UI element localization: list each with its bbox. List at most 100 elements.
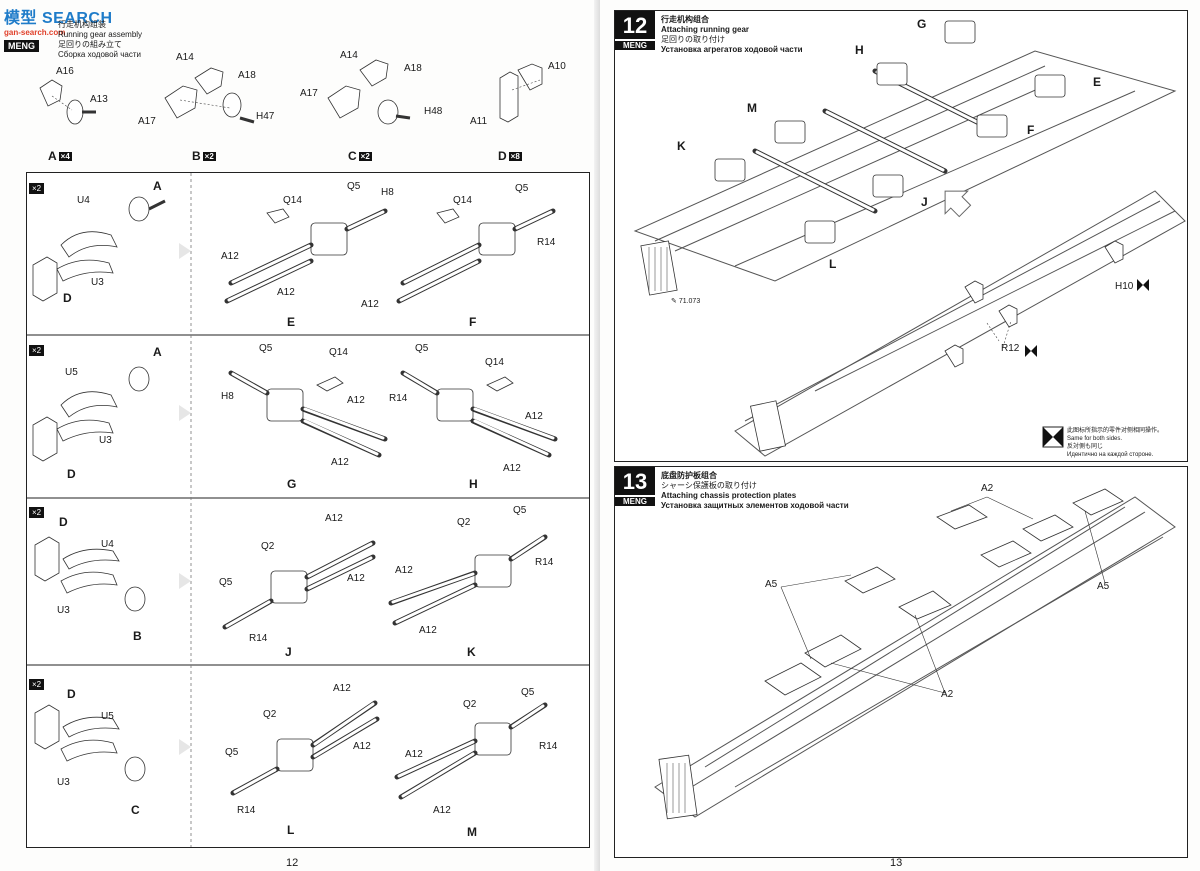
assembly-name: H bbox=[469, 477, 478, 491]
legend-jp: 反対側も同じ bbox=[1067, 444, 1104, 450]
subassembly-drawings bbox=[39, 59, 543, 125]
part-label: Q5 bbox=[219, 577, 233, 588]
part-label: A12 bbox=[353, 741, 371, 752]
part-label: U4 bbox=[77, 195, 90, 206]
part-label: A12 bbox=[347, 395, 365, 406]
quantity-badge: ×2 bbox=[202, 152, 216, 162]
callout: A5 bbox=[765, 579, 778, 590]
part-label: Q5 bbox=[521, 687, 535, 698]
part-label: A12 bbox=[433, 805, 451, 816]
part-label: Q5 bbox=[225, 747, 239, 758]
part-label: A12 bbox=[361, 299, 379, 310]
step-number: 12 bbox=[615, 11, 655, 39]
part-label: Q2 bbox=[261, 541, 275, 552]
step-title-jp: シャーシ保護板の取り付け bbox=[661, 481, 757, 490]
callout: L bbox=[829, 257, 837, 271]
part-label: U3 bbox=[57, 777, 70, 788]
part-label: H47 bbox=[256, 111, 275, 122]
part-label: A bbox=[153, 345, 162, 359]
step-title: 底盘防护板组合 シャーシ保護板の取り付け Attaching chassis p… bbox=[661, 471, 849, 511]
paint-code: ✎ 71.073 bbox=[671, 298, 701, 305]
quantity-badge: ×2 bbox=[29, 507, 45, 518]
part-label: Q5 bbox=[515, 183, 529, 194]
part-label: A17 bbox=[300, 88, 318, 99]
page-header: 行走机构组装 Running gear assembly 足回りの組み立て Сб… bbox=[58, 20, 142, 60]
subassembly-name: B×2 bbox=[192, 149, 216, 163]
quantity-badge: ×2 bbox=[29, 345, 45, 356]
callout: A2 bbox=[941, 689, 954, 700]
callout: A5 bbox=[1097, 581, 1110, 592]
part-label: A12 bbox=[525, 411, 543, 422]
callout: E bbox=[1093, 75, 1102, 89]
part-label: Q2 bbox=[457, 517, 471, 528]
part-label: D bbox=[67, 467, 76, 481]
step-title-ru: Установка защитных элементов ходовой час… bbox=[661, 501, 849, 510]
part-label: A12 bbox=[419, 625, 437, 636]
part-label: A12 bbox=[405, 749, 423, 760]
part-label: H48 bbox=[424, 106, 443, 117]
left-page: 模型 SEARCH gan-search.com MENG 行走机构组装 Run… bbox=[4, 10, 590, 869]
part-label: H8 bbox=[381, 187, 394, 198]
step-title: 行走机构组合 Attaching running gear 足回りの取り付け У… bbox=[661, 15, 803, 55]
callout: R12 bbox=[1001, 343, 1020, 354]
quantity-badge: ×4 bbox=[58, 152, 72, 162]
part-label: U3 bbox=[57, 605, 70, 616]
part-label: R14 bbox=[389, 393, 408, 404]
part-label: A bbox=[153, 179, 162, 193]
part-label: Q14 bbox=[485, 357, 504, 368]
part-label: A12 bbox=[325, 513, 343, 524]
brand-logo: MENG bbox=[615, 497, 655, 506]
assembly-panel: ×2 A U4 U3 D Q5 H8 Q14 A12 A12 E Q14 Q5 … bbox=[26, 172, 590, 848]
callout: K bbox=[677, 139, 686, 153]
quantity-badge: ×2 bbox=[358, 152, 372, 162]
assembly-name: M bbox=[467, 825, 477, 839]
step-13-panel: 13 MENG 底盘防护板组合 シャーシ保護板の取り付け Attaching c… bbox=[614, 466, 1188, 858]
chassis-drawing bbox=[633, 20, 1186, 457]
brand-logo: MENG bbox=[615, 41, 655, 50]
part-label: R14 bbox=[249, 633, 268, 644]
callout: M bbox=[747, 101, 757, 115]
part-label: A18 bbox=[404, 63, 422, 74]
part-label: A12 bbox=[503, 463, 521, 474]
assembly-name: F bbox=[469, 315, 477, 329]
subassembly-name: D×8 bbox=[498, 149, 522, 163]
quantity-badge: ×8 bbox=[508, 152, 522, 162]
part-label: A12 bbox=[277, 287, 295, 298]
quantity-badge: ×2 bbox=[29, 679, 45, 690]
quantity-badge: ×2 bbox=[29, 183, 45, 194]
legend-cn: 此图标所指示的零件对侧相同操作。 bbox=[1067, 428, 1164, 434]
part-label: Q5 bbox=[513, 505, 527, 516]
assembly-name: K bbox=[467, 645, 476, 659]
part-label: A17 bbox=[138, 116, 156, 127]
callout: A2 bbox=[981, 483, 994, 494]
step-title-en: Attaching running gear bbox=[661, 25, 749, 34]
part-label: A18 bbox=[238, 70, 256, 81]
part-label: A12 bbox=[347, 573, 365, 584]
chassis-plates-drawing bbox=[654, 488, 1176, 820]
part-label: D bbox=[63, 291, 72, 305]
part-label: U4 bbox=[101, 539, 114, 550]
part-label: D bbox=[67, 687, 76, 701]
part-label: A14 bbox=[340, 50, 358, 61]
assembly-name: J bbox=[285, 645, 292, 659]
part-label: R14 bbox=[237, 805, 256, 816]
part-label: D bbox=[59, 515, 68, 529]
part-label: A12 bbox=[333, 683, 351, 694]
part-label: U3 bbox=[91, 277, 104, 288]
assembly-drawings bbox=[27, 173, 589, 847]
part-label: R14 bbox=[537, 237, 556, 248]
part-label: A13 bbox=[90, 94, 108, 105]
watermark-url: gan-search.com bbox=[4, 28, 66, 37]
right-page: 12 MENG 行走机构组合 Attaching running gear 足回… bbox=[600, 0, 1200, 871]
page-number: 12 bbox=[286, 857, 299, 869]
part-label: A11 bbox=[470, 116, 488, 127]
part-label: H8 bbox=[221, 391, 234, 402]
callout: J bbox=[921, 195, 928, 209]
part-label: U3 bbox=[99, 435, 112, 446]
callout: G bbox=[917, 17, 927, 31]
step-title-ru: Установка агрегатов ходовой части bbox=[661, 45, 803, 54]
step-title-en: Attaching chassis protection plates bbox=[661, 491, 797, 500]
assembly-name: G bbox=[287, 477, 297, 491]
part-label: Q5 bbox=[347, 181, 361, 192]
step-12-panel: 12 MENG 行走机构组合 Attaching running gear 足回… bbox=[614, 10, 1188, 462]
